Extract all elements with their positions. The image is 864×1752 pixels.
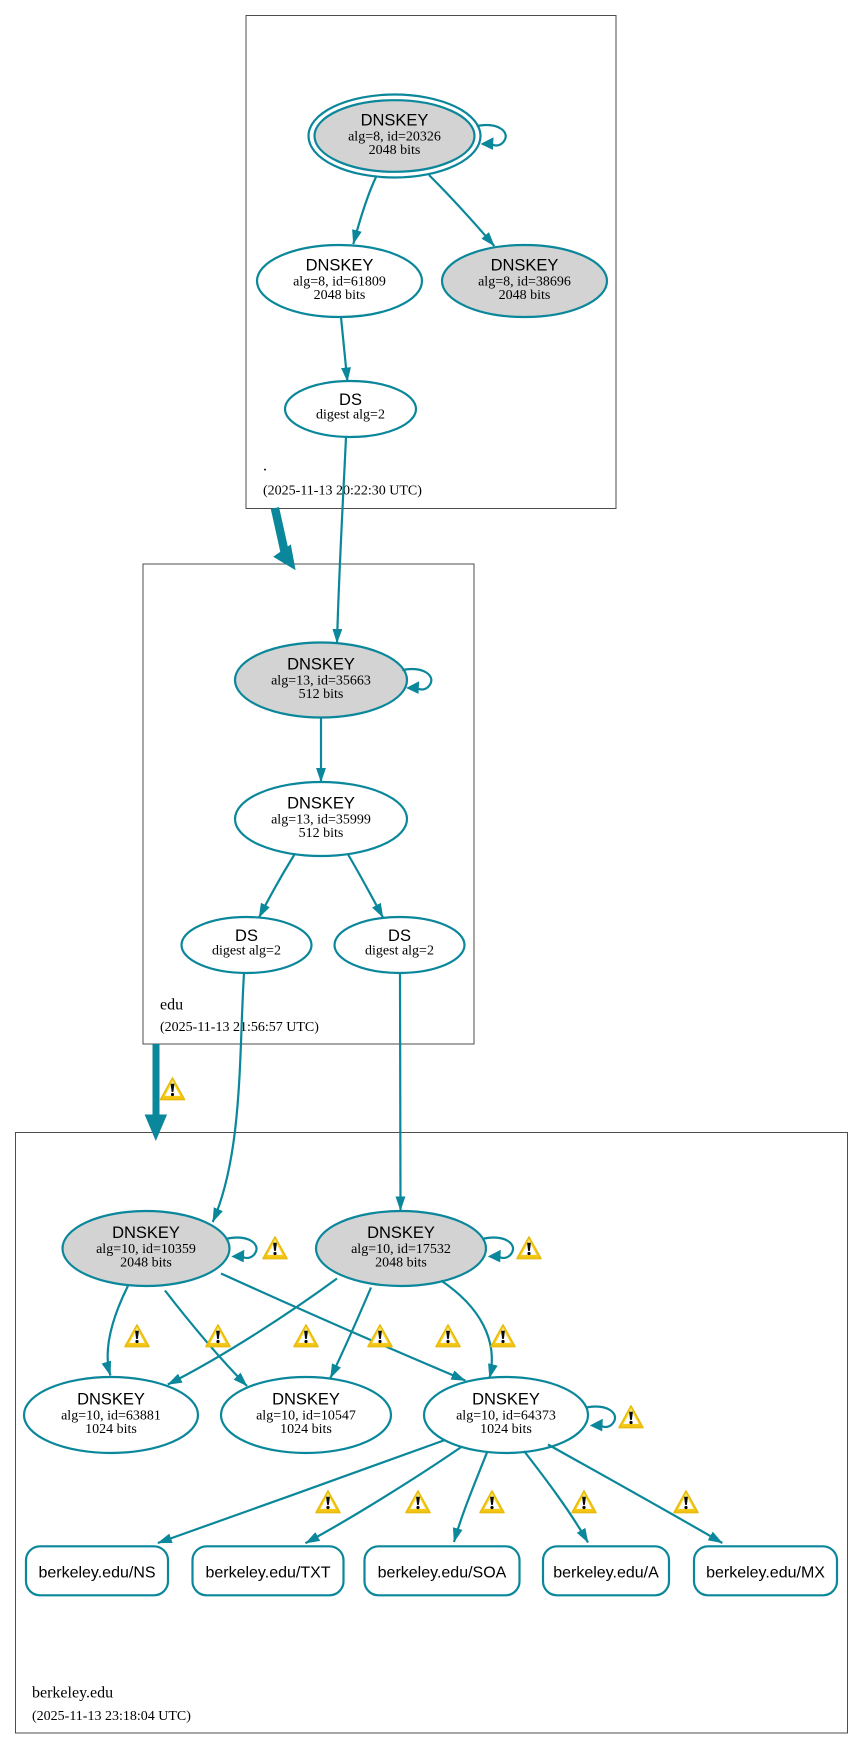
svg-text:DNSKEY: DNSKEY bbox=[491, 257, 559, 275]
svg-text:berkeley.edu/TXT: berkeley.edu/TXT bbox=[205, 1564, 330, 1581]
svg-text:berkeley.edu/SOA: berkeley.edu/SOA bbox=[378, 1564, 507, 1581]
svg-text:berkeley.edu/NS: berkeley.edu/NS bbox=[38, 1564, 155, 1581]
svg-text:digest alg=2: digest alg=2 bbox=[316, 408, 385, 423]
svg-text:(2025-11-13 23:18:04 UTC): (2025-11-13 23:18:04 UTC) bbox=[32, 1709, 191, 1724]
svg-text:DNSKEY: DNSKEY bbox=[287, 656, 355, 674]
svg-text:edu: edu bbox=[160, 996, 183, 1013]
svg-text:alg=8, id=38696: alg=8, id=38696 bbox=[478, 274, 571, 289]
svg-text:2048 bits: 2048 bits bbox=[369, 143, 421, 158]
svg-text:alg=10, id=10359: alg=10, id=10359 bbox=[96, 1242, 196, 1257]
svg-text:DNSKEY: DNSKEY bbox=[472, 1391, 540, 1409]
svg-text:DNSKEY: DNSKEY bbox=[272, 1391, 340, 1409]
svg-text:alg=10, id=64373: alg=10, id=64373 bbox=[456, 1408, 556, 1423]
svg-text:512 bits: 512 bits bbox=[299, 687, 344, 702]
svg-text:.: . bbox=[263, 458, 267, 475]
svg-text:berkeley.edu: berkeley.edu bbox=[32, 1685, 113, 1702]
svg-text:DS: DS bbox=[339, 391, 362, 409]
svg-text:2048 bits: 2048 bits bbox=[314, 288, 366, 303]
svg-text:alg=13, id=35663: alg=13, id=35663 bbox=[271, 673, 371, 688]
svg-text:1024 bits: 1024 bits bbox=[280, 1422, 332, 1437]
svg-text:DNSKEY: DNSKEY bbox=[361, 112, 429, 130]
svg-text:DNSKEY: DNSKEY bbox=[367, 1224, 435, 1242]
svg-text:alg=8, id=20326: alg=8, id=20326 bbox=[348, 129, 441, 144]
svg-text:2048 bits: 2048 bits bbox=[499, 288, 551, 303]
svg-text:alg=10, id=10547: alg=10, id=10547 bbox=[256, 1408, 356, 1423]
svg-text:DS: DS bbox=[388, 927, 411, 945]
svg-text:DNSKEY: DNSKEY bbox=[77, 1391, 145, 1409]
svg-text:2048 bits: 2048 bits bbox=[375, 1256, 427, 1271]
svg-text:berkeley.edu/A: berkeley.edu/A bbox=[553, 1564, 659, 1581]
svg-text:2048 bits: 2048 bits bbox=[120, 1256, 172, 1271]
svg-text:digest alg=2: digest alg=2 bbox=[212, 944, 281, 959]
svg-text:DNSKEY: DNSKEY bbox=[287, 795, 355, 813]
svg-text:berkeley.edu/MX: berkeley.edu/MX bbox=[706, 1564, 825, 1581]
svg-text:DNSKEY: DNSKEY bbox=[112, 1224, 180, 1242]
svg-text:DS: DS bbox=[235, 927, 258, 945]
svg-text:1024 bits: 1024 bits bbox=[85, 1422, 137, 1437]
svg-text:alg=13, id=35999: alg=13, id=35999 bbox=[271, 812, 371, 827]
svg-text:512 bits: 512 bits bbox=[299, 826, 344, 841]
svg-text:alg=8, id=61809: alg=8, id=61809 bbox=[293, 274, 386, 289]
svg-text:digest alg=2: digest alg=2 bbox=[365, 944, 434, 959]
svg-text:(2025-11-13 21:56:57 UTC): (2025-11-13 21:56:57 UTC) bbox=[160, 1020, 319, 1035]
svg-text:1024 bits: 1024 bits bbox=[480, 1422, 532, 1437]
svg-text:alg=10, id=63881: alg=10, id=63881 bbox=[61, 1408, 161, 1423]
svg-text:DNSKEY: DNSKEY bbox=[306, 257, 374, 275]
svg-text:alg=10, id=17532: alg=10, id=17532 bbox=[351, 1242, 451, 1257]
